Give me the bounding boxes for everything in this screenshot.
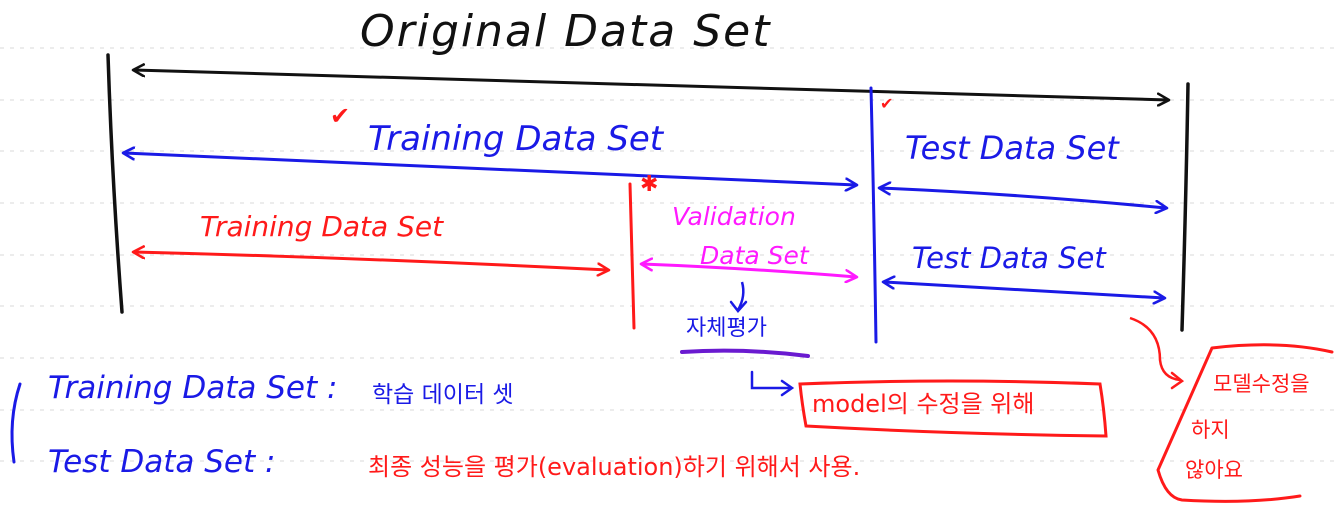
no-model-fix-note-line2: 하지 bbox=[1191, 418, 1230, 442]
training-data-set-label-2: Training Data Set bbox=[200, 210, 444, 243]
training-range-arrow bbox=[124, 153, 856, 185]
definition-test-term: Test Data Set : bbox=[48, 444, 276, 480]
note-link-curve bbox=[1129, 316, 1181, 382]
boundary-right bbox=[1180, 82, 1190, 332]
test-range-arrow-1 bbox=[880, 188, 1166, 208]
original-range-arrow bbox=[134, 70, 1168, 100]
definition-test-desc: 최종 성능을 평가(evaluation)하기 위해서 사용. bbox=[368, 453, 861, 481]
validation-label-line1: Validation bbox=[672, 202, 796, 231]
training-range-arrow-2 bbox=[134, 252, 608, 270]
no-model-fix-note-line3: 않아요 bbox=[1185, 458, 1243, 482]
purpose-box bbox=[798, 379, 1108, 438]
definition-training-desc: 학습 데이터 셋 bbox=[372, 382, 514, 408]
original-data-set-title: Original Data Set bbox=[360, 6, 772, 57]
star-mark-icon: ✱ bbox=[640, 172, 659, 197]
test-range-arrow-2 bbox=[884, 282, 1164, 298]
definitions-bracket bbox=[10, 382, 22, 464]
definition-training-term: Training Data Set : bbox=[48, 370, 338, 406]
check-mark-icon: ✔ bbox=[330, 102, 351, 130]
training-data-set-label: Training Data Set bbox=[368, 119, 664, 159]
validation-range-arrow bbox=[642, 264, 856, 277]
purpose-arrow bbox=[750, 370, 792, 390]
split-divider-blue bbox=[869, 86, 878, 344]
purpose-arrowhead bbox=[780, 379, 795, 397]
note-link-arrowhead bbox=[1170, 371, 1185, 390]
validation-down-arrowhead bbox=[729, 300, 748, 313]
self-evaluation-note: 자체평가 bbox=[686, 316, 767, 341]
no-model-fix-note-line1: 모델수정을 bbox=[1213, 372, 1310, 396]
test-data-set-label-2: Test Data Set bbox=[912, 241, 1106, 275]
model-fix-purpose: model의 수정을 위해 bbox=[812, 390, 1035, 418]
validation-label-line2: Data Set bbox=[700, 241, 809, 270]
boundary-left bbox=[106, 53, 124, 314]
validation-down-arrow bbox=[736, 281, 745, 311]
self-eval-underline bbox=[680, 348, 810, 358]
split-divider-red bbox=[628, 182, 636, 330]
side-note-box bbox=[1156, 343, 1334, 503]
check-mark-small-icon: ✔ bbox=[880, 94, 894, 113]
test-data-set-label: Test Data Set bbox=[905, 129, 1119, 167]
